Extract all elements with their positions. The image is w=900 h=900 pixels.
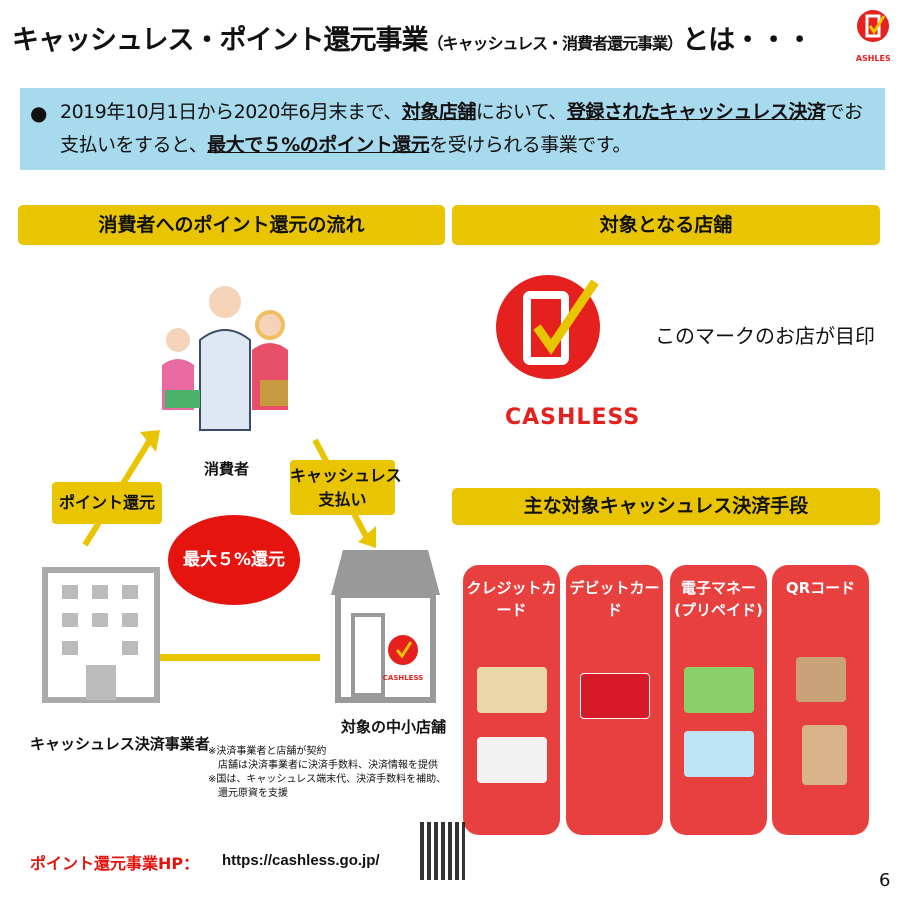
debit-card-image — [580, 673, 650, 719]
summary-box: ● 2019年10月1日から2020年6月末まで、対象店舗において、登録されたキ… — [20, 88, 885, 170]
consumers-illustration — [140, 280, 310, 440]
method-label: デビットカード — [569, 579, 660, 619]
summary-bold: 最大で５%のポイント還元 — [207, 134, 430, 156]
provider-label: キャッシュレス決済事業者 — [30, 735, 210, 753]
method-card-emoney: 電子マネー (プリペイド) — [670, 565, 767, 835]
summary-text: において、 — [475, 101, 567, 123]
summary-bold: 登録されたキャッシュレス決済 — [566, 101, 826, 123]
title-sub: （キャッシュレス・消費者還元事業） — [427, 34, 683, 53]
summary-text: を受けられる事業です。 — [429, 134, 631, 156]
summary-bold: 対象店舗 — [401, 101, 477, 123]
hp-url-link[interactable]: https://cashless.go.jp/ — [222, 852, 380, 869]
mark-caption: このマークのお店が目印 — [655, 324, 875, 348]
bullet-icon: ● — [30, 101, 47, 125]
consumer-label: 消費者 — [204, 460, 250, 478]
store-label: 対象の中小店舗 — [341, 718, 447, 736]
target-store-header: 対象となる店舗 — [452, 205, 880, 245]
methods-header: 主な対象キャッシュレス決済手段 — [452, 488, 880, 525]
method-card-credit: クレジットカード — [463, 565, 560, 835]
flow-header: 消費者へのポイント還元の流れ — [18, 205, 445, 245]
summary-text: でお支払いをすると、 — [60, 101, 863, 156]
method-card-debit: デビットカード — [566, 565, 663, 835]
svg-text:CASHLESS: CASHLESS — [856, 54, 890, 63]
credit-card-image — [477, 737, 547, 783]
point-return-label: ポイント還元 — [52, 482, 162, 524]
qr-phone-image — [802, 725, 847, 785]
method-label: QRコード — [785, 579, 856, 597]
method-card-qr: QRコード — [772, 565, 869, 835]
page-number: 6 — [879, 870, 891, 891]
summary-text: 2019年10月1日から2020年6月末まで、 — [60, 101, 402, 123]
cashless-logo — [495, 265, 605, 444]
logo-text: CASHLESS — [505, 405, 641, 430]
cashless-pay-label: キャッシュレス 支払い — [290, 460, 402, 515]
qr-code-icon — [420, 822, 465, 880]
max-return-badge: 最大５%還元 — [168, 515, 300, 605]
hp-label: ポイント還元事業HP： — [30, 854, 200, 873]
store-icon: CASHLESS — [328, 545, 443, 707]
page-title: キャッシュレス・ポイント還元事業（キャッシュレス・消費者還元事業）とは・・・ — [12, 18, 813, 57]
title-tail: とは・・・ — [682, 25, 813, 56]
method-label: クレジットカード — [466, 579, 557, 619]
method-label: 電子マネー (プリペイド) — [674, 579, 763, 619]
emoney-card-image — [684, 667, 754, 713]
qr-phone-image — [796, 657, 846, 702]
svg-text:CASHLESS: CASHLESS — [383, 674, 423, 682]
flow-note: ※決済事業者と店舗が契約 店舗は決済事業者に決済手数料、決済情報を提供 ※国は、… — [208, 746, 447, 799]
emoney-card-image — [684, 731, 754, 777]
credit-card-image — [477, 667, 547, 713]
cashless-logo-small: CASHLESS — [850, 6, 896, 66]
title-main: キャッシュレス・ポイント還元事業 — [12, 25, 428, 56]
building-icon — [40, 565, 162, 709]
